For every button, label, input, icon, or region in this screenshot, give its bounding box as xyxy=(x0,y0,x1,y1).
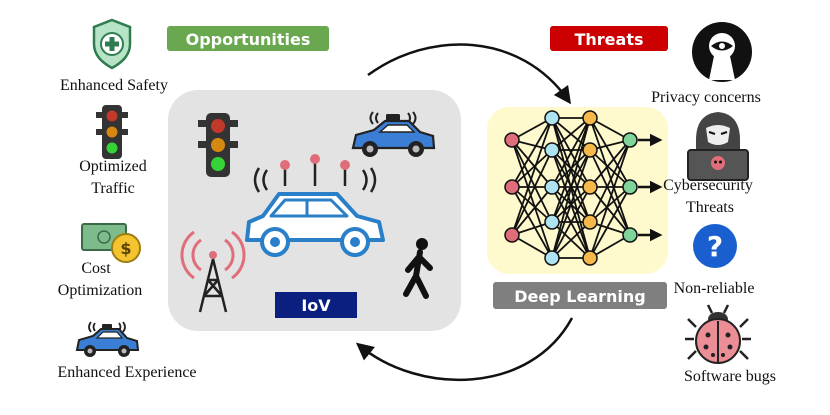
money-icon: $ xyxy=(81,223,141,263)
nn-node xyxy=(582,110,598,126)
deep-learning-badge-label: Deep Learning xyxy=(514,287,645,306)
iov-badge-label: IoV xyxy=(301,296,331,315)
bug-icon xyxy=(685,304,751,364)
traffic-light-icon xyxy=(96,105,128,159)
nn-node xyxy=(504,132,520,148)
nn-node xyxy=(622,132,638,148)
opportunity-label-2b: Traffic xyxy=(91,180,135,197)
nn-edge xyxy=(511,186,553,259)
nn-edge xyxy=(589,139,631,188)
nn-edge xyxy=(511,186,553,236)
keyhole-eye-icon xyxy=(692,22,752,82)
threats-badge: Threats xyxy=(550,26,668,51)
neural-network-icon xyxy=(504,110,663,266)
nn-node xyxy=(582,250,598,266)
nn-edge xyxy=(589,117,631,188)
bottom-flow-arrow xyxy=(355,317,574,381)
cell-tower-icon xyxy=(180,230,246,313)
nn-edge xyxy=(551,221,591,259)
nn-edge xyxy=(511,117,553,188)
nn-edge xyxy=(551,117,591,151)
nn-node xyxy=(504,227,520,243)
nn-edge xyxy=(589,117,631,236)
nn-node xyxy=(544,214,560,230)
traffic-light-icon xyxy=(198,113,238,177)
iov-panel: IoV xyxy=(168,90,461,331)
opportunities-column: Enhanced Safety Optimized Traffic $ Cost… xyxy=(57,18,197,381)
nn-edge xyxy=(511,186,553,223)
top-flow-arrow xyxy=(367,43,572,105)
nn-node xyxy=(544,179,560,195)
nn-edge xyxy=(551,117,591,259)
opportunity-label-3b: Optimization xyxy=(58,282,142,299)
opportunities-badge-label: Opportunities xyxy=(186,30,311,49)
question-icon: ? xyxy=(693,224,737,268)
opportunity-label-2a: Optimized xyxy=(79,158,147,175)
nn-edge xyxy=(589,149,631,188)
nn-edge xyxy=(551,186,591,259)
nn-edge xyxy=(511,139,553,188)
deep-learning-badge: Deep Learning xyxy=(493,282,667,309)
opportunity-label-3a: Cost xyxy=(81,260,111,277)
shield-plus-icon xyxy=(92,18,132,70)
nn-node xyxy=(582,142,598,158)
nn-edge xyxy=(589,139,631,259)
nn-edge xyxy=(589,186,631,223)
svg-text:?: ? xyxy=(707,230,723,263)
threat-label-4: Software bugs xyxy=(684,368,776,385)
opportunity-label-4: Enhanced Experience xyxy=(57,364,196,381)
iov-badge: IoV xyxy=(275,292,357,318)
threat-label-1: Privacy concerns xyxy=(651,89,761,106)
nn-node xyxy=(544,110,560,126)
nn-edge xyxy=(551,117,591,188)
hacker-icon xyxy=(687,112,749,181)
threat-label-3: Non-reliable xyxy=(674,280,755,297)
nn-node xyxy=(544,142,560,158)
nn-node xyxy=(622,227,638,243)
nn-node xyxy=(582,179,598,195)
autonomous-car-icon xyxy=(351,111,436,157)
nn-edge xyxy=(511,117,553,236)
nn-node xyxy=(582,214,598,230)
nn-edge xyxy=(511,149,553,236)
threat-label-2b: Threats xyxy=(686,199,734,216)
nn-node xyxy=(622,179,638,195)
opportunity-label-1: Enhanced Safety xyxy=(60,77,168,94)
autonomous-car-icon xyxy=(75,321,140,357)
nn-edge xyxy=(589,186,631,236)
nn-node xyxy=(544,250,560,266)
threats-column: Privacy concerns Cybersecurity Threats ?… xyxy=(651,22,776,385)
nn-edge xyxy=(589,149,631,236)
nn-edge xyxy=(551,117,591,223)
nn-edge xyxy=(589,139,631,223)
nn-edge xyxy=(511,139,553,259)
nn-edge xyxy=(589,186,631,259)
nn-edge xyxy=(551,149,591,259)
nn-edge xyxy=(511,149,553,188)
nn-edge xyxy=(511,139,553,223)
pedestrian-icon xyxy=(403,238,433,299)
deep-learning-panel: Deep Learning xyxy=(487,107,668,309)
threat-label-2a: Cybersecurity xyxy=(663,177,753,194)
svg-text:$: $ xyxy=(120,239,131,258)
nn-node xyxy=(504,179,520,195)
opportunities-badge: Opportunities xyxy=(167,26,329,51)
threats-badge-label: Threats xyxy=(574,30,643,49)
connected-car-icon xyxy=(245,154,385,257)
